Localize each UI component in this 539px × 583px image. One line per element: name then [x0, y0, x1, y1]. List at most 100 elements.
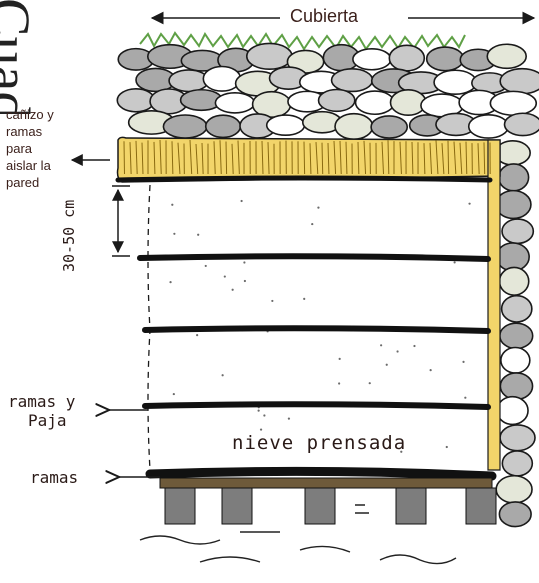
snow-dot: [197, 234, 199, 236]
stone: [267, 115, 305, 135]
stone: [427, 47, 464, 71]
stone: [496, 191, 531, 219]
snow-dot: [464, 397, 466, 399]
stone-roof-cover: [117, 43, 539, 139]
stone: [504, 113, 539, 135]
stone: [117, 89, 154, 112]
stone: [391, 90, 426, 115]
layer-height-label: 30-50 cm: [60, 200, 78, 272]
stone: [500, 425, 535, 451]
snow-dot: [263, 414, 265, 416]
stone: [500, 69, 539, 94]
branches-bottom-label: ramas: [30, 468, 78, 487]
stone: [215, 93, 254, 113]
branch-layer-1: [118, 178, 490, 180]
snow-dot: [171, 204, 173, 206]
stone-side-wall: [495, 141, 535, 527]
support-foot: [396, 488, 426, 524]
branches-straw-line: ramas y: [8, 392, 98, 411]
snow-dot: [232, 289, 234, 291]
snow-dot: [288, 418, 290, 420]
snow-dot: [244, 280, 246, 282]
insulation-label-line: para: [6, 140, 106, 157]
snow-dot: [240, 200, 242, 202]
stone: [247, 43, 292, 69]
base-supports: [140, 478, 496, 564]
stone: [206, 115, 241, 137]
snow-dot: [396, 350, 398, 352]
branch-layer-4: [145, 404, 488, 407]
snow-dot: [222, 374, 224, 376]
snow-dot: [468, 203, 470, 205]
layer-height-dimension: [112, 186, 130, 256]
branch-layer-2: [140, 256, 488, 259]
snow-dot: [224, 275, 226, 277]
stone: [469, 115, 508, 138]
snow-dot: [243, 261, 245, 263]
reed-stroke: [484, 142, 485, 174]
stone: [502, 219, 533, 243]
stone: [356, 91, 395, 114]
snow-dot: [173, 393, 175, 395]
pressed-snow-label: nieve prensada: [232, 432, 406, 454]
insulation-label-line: pared: [6, 174, 106, 191]
branches-straw-line: Paja: [28, 411, 118, 430]
stone: [496, 476, 532, 503]
insulation-label-line: aislar la: [6, 157, 106, 174]
snow-dot: [303, 298, 305, 300]
snow-dot: [454, 261, 456, 263]
snow-dot: [380, 344, 382, 346]
support-foot: [466, 488, 496, 524]
support-foot: [222, 488, 252, 524]
stone: [502, 296, 532, 322]
stone: [497, 397, 528, 425]
stone: [490, 91, 536, 115]
snow-dot: [260, 428, 262, 430]
snow-dot: [462, 361, 464, 363]
snow-dot: [386, 364, 388, 366]
stone: [319, 89, 355, 111]
stone: [169, 70, 208, 92]
snow-dot: [369, 382, 371, 384]
stone: [499, 267, 528, 295]
reed-insulation: [118, 137, 501, 470]
stone: [332, 69, 373, 92]
snow-dot: [317, 207, 319, 209]
stone: [500, 323, 533, 348]
insulation-label-line: ramas: [6, 123, 106, 140]
stone: [502, 451, 532, 476]
reed-stroke: [226, 141, 227, 174]
snow-dot: [169, 281, 171, 283]
branch-layer-3: [145, 328, 488, 331]
stone: [335, 114, 373, 139]
stone: [353, 49, 391, 70]
snow-dot: [205, 265, 207, 267]
branches-straw-label: ramas y Paja: [8, 392, 98, 430]
stone: [499, 502, 531, 527]
stone: [434, 70, 476, 94]
snow-dot: [339, 358, 341, 360]
stone: [389, 45, 424, 71]
stone: [203, 66, 240, 91]
snow-dot: [446, 446, 448, 448]
snow-dot: [311, 223, 313, 225]
snow-dot: [413, 345, 415, 347]
stone: [163, 115, 206, 138]
support-foot: [305, 488, 335, 524]
stone: [496, 243, 529, 271]
stone: [501, 347, 530, 373]
snow-dot: [338, 382, 340, 384]
branch-layer-5: [150, 471, 492, 476]
snow-dot: [430, 369, 432, 371]
support-foot: [165, 488, 195, 524]
stone: [371, 116, 407, 138]
stone: [500, 373, 532, 399]
stone: [487, 44, 526, 68]
snow-dot: [196, 334, 198, 336]
snow-dot: [173, 233, 175, 235]
snow-dot: [258, 409, 260, 411]
reed-stroke: [304, 142, 305, 174]
cover-label: Cubierta: [290, 6, 358, 27]
